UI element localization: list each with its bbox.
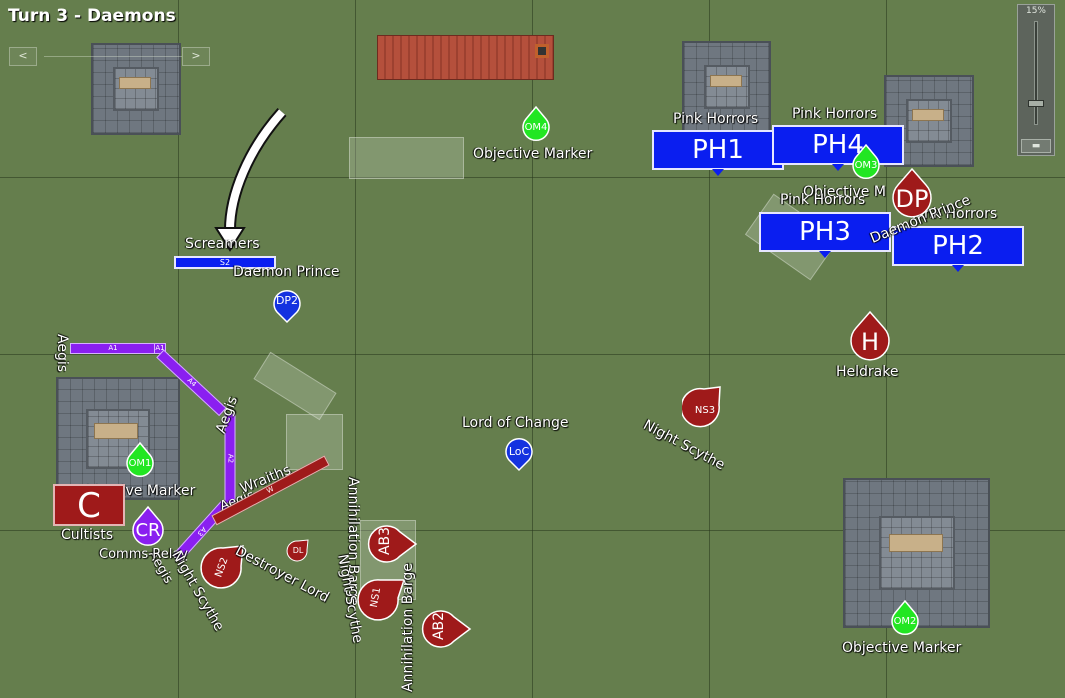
unit-ph3[interactable]: PH3: [759, 212, 891, 258]
unit-dp2[interactable]: DP2: [270, 284, 304, 326]
grid-line: [0, 177, 1065, 178]
unit-ab2[interactable]: AB2: [416, 605, 472, 653]
unit-label: Annihilation Barge: [400, 563, 416, 692]
ruined-building: [91, 43, 181, 135]
unit-ns1[interactable]: NS1: [352, 572, 406, 622]
objective-marker-om3[interactable]: OM3: [849, 143, 883, 185]
ruined-building: [56, 377, 180, 500]
prev-turn-button[interactable]: <: [9, 47, 37, 66]
unit-ph2[interactable]: PH2: [892, 226, 1024, 272]
zoom-percent: 15%: [1025, 6, 1046, 16]
unit-h[interactable]: H: [847, 310, 893, 366]
unit-label: Pink Horrors: [792, 106, 878, 122]
grid-line: [0, 530, 1065, 531]
unit-ph1[interactable]: PH1: [652, 130, 784, 176]
objective-marker-om4[interactable]: OM4: [519, 105, 553, 147]
unit-ns2[interactable]: NS2: [197, 540, 247, 592]
aegis-segment-a1[interactable]: A1: [70, 343, 156, 354]
unit-label: Lord of Change: [462, 415, 569, 431]
objective-marker-label: Objective M: [803, 184, 886, 200]
grid-line: [178, 0, 179, 698]
red-roof-building: [377, 35, 554, 80]
next-turn-button[interactable]: >: [182, 47, 210, 66]
unit-cr[interactable]: CR: [130, 505, 166, 549]
objective-marker-label: Objective Marker: [473, 146, 593, 162]
unit-loc[interactable]: LoC: [502, 434, 536, 476]
unit-label: Cultists: [61, 527, 113, 543]
grid-line: [709, 0, 710, 698]
zoom-reset-button[interactable]: ▬: [1021, 139, 1051, 153]
unit-label: Daemon Prince: [233, 264, 340, 280]
unit-ab3[interactable]: AB3: [362, 520, 418, 568]
objective-marker-om2[interactable]: OM2: [888, 599, 922, 641]
ruined-building: [843, 478, 990, 628]
zoom-track[interactable]: [1034, 21, 1038, 125]
movement-arrow: [214, 108, 287, 252]
aegis-label: Aegis: [54, 334, 70, 373]
terrain-area: [253, 351, 337, 421]
ruined-building: [682, 41, 771, 133]
unit-s2[interactable]: S2: [174, 256, 276, 269]
unit-label: Pink Horrors: [780, 192, 866, 208]
grid-line: [532, 0, 533, 698]
unit-dl[interactable]: DL: [286, 538, 310, 564]
unit-dp[interactable]: DP: [889, 167, 935, 223]
unit-c[interactable]: C: [53, 484, 125, 526]
terrain-area: [349, 137, 464, 179]
objective-marker-label: Objective Marker: [842, 640, 962, 656]
grid-line: [355, 0, 356, 698]
unit-label: Pink Horrors: [673, 111, 759, 127]
unit-label: Screamers: [185, 236, 260, 252]
objective-marker-om1[interactable]: OM1: [123, 441, 157, 483]
unit-ph4[interactable]: PH4: [772, 125, 904, 171]
turn-title: Turn 3 - Daemons: [8, 6, 176, 26]
zoom-panel: 15% ▬: [1017, 4, 1055, 156]
unit-label: Destroyer Lord: [232, 543, 332, 606]
unit-label: Pink Horrors: [912, 206, 998, 222]
grid-line: [0, 354, 1065, 355]
zoom-slider-thumb[interactable]: [1028, 100, 1044, 107]
unit-label: Heldrake: [836, 364, 899, 380]
turn-slider-track[interactable]: [44, 56, 182, 57]
unit-label: Comms Relay: [99, 547, 188, 562]
unit-ns3[interactable]: NS3: [682, 383, 728, 439]
